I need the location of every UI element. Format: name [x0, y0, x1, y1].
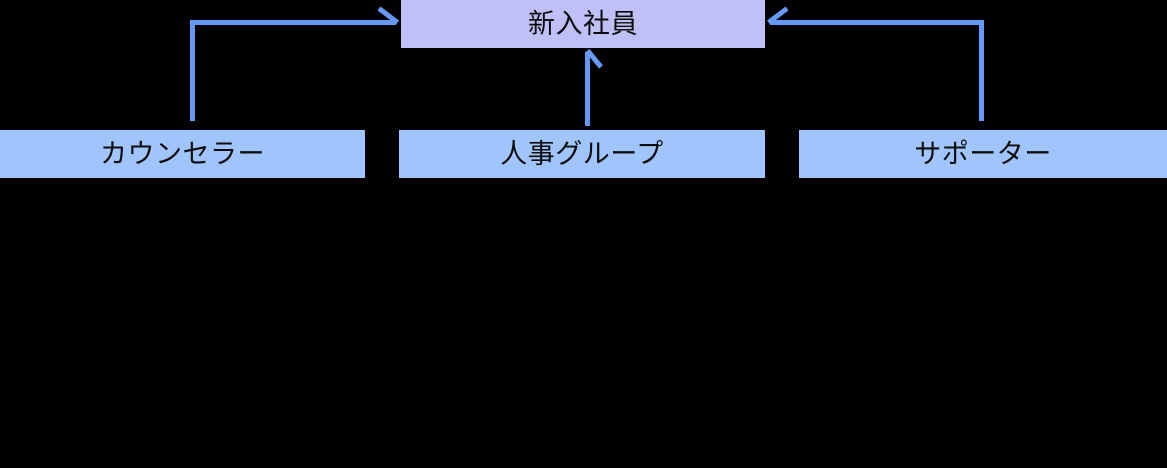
- node-counselor[interactable]: カウンセラー: [0, 130, 365, 178]
- node-new-employee-label: 新入社員: [528, 8, 638, 40]
- node-new-employee[interactable]: 新入社員: [401, 0, 765, 48]
- node-supporter-label: サポーター: [914, 138, 1052, 170]
- node-supporter[interactable]: サポーター: [799, 130, 1167, 178]
- connector-counselor-to-newemployee: [190, 6, 400, 121]
- node-hr-group-label: 人事グループ: [500, 138, 664, 170]
- connector-supporter-to-newemployee: [766, 6, 984, 121]
- node-hr-group[interactable]: 人事グループ: [399, 130, 765, 178]
- node-counselor-label: カウンセラー: [100, 138, 265, 170]
- connector-hrgroup-to-newemployee: [585, 48, 603, 126]
